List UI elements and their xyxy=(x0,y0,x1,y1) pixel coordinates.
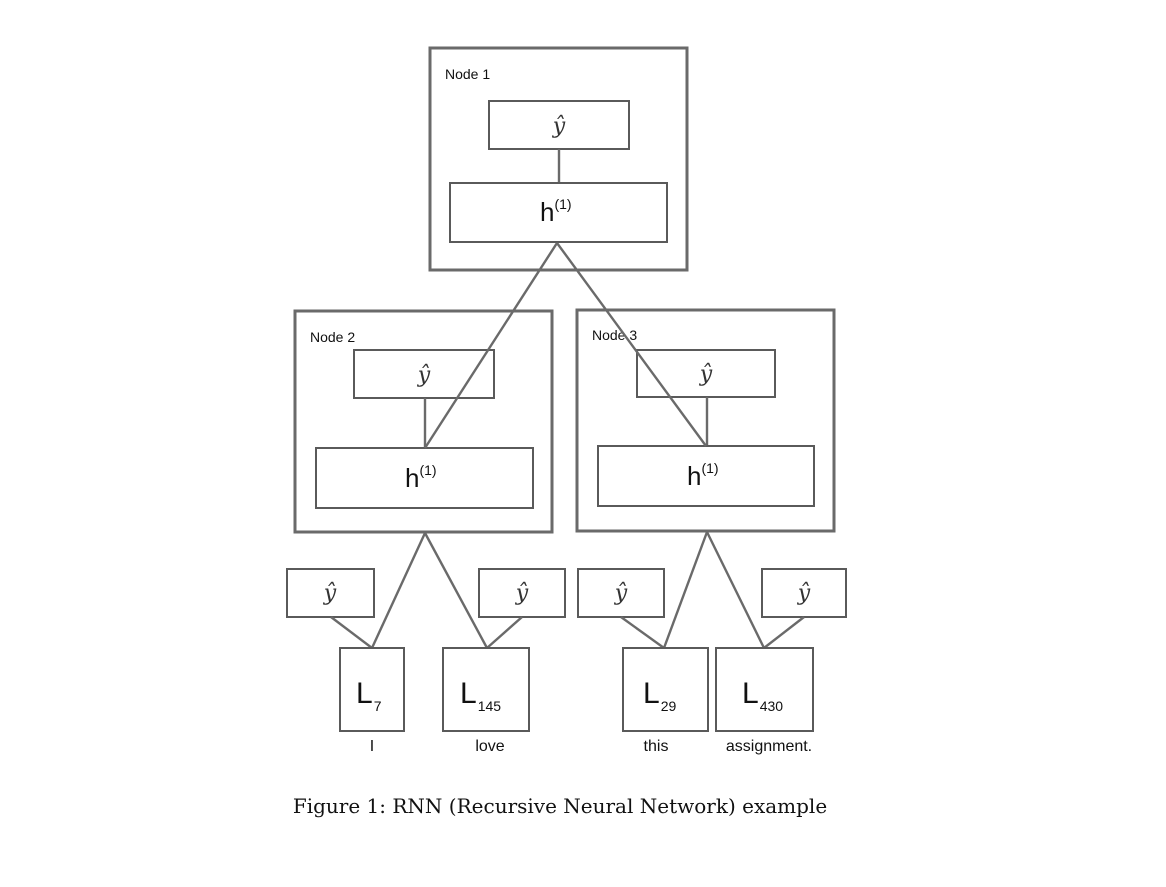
edge-node3-leaf-3 xyxy=(662,531,709,649)
leaf-1-yhat: ŷ xyxy=(323,581,337,606)
leaf-1: ŷ L7 I xyxy=(286,568,405,755)
leaf-1-yhat-link xyxy=(330,616,373,649)
leaf-1-L-box xyxy=(339,647,405,732)
leaf-2-L-box xyxy=(442,647,530,732)
node-2-yhat: ŷ xyxy=(417,363,431,388)
node-1-yhat-box xyxy=(488,100,630,150)
leaf-2-yhat-link xyxy=(486,616,523,649)
node-3-h: h(1) xyxy=(687,460,719,491)
edge-node2-leaf-1 xyxy=(370,532,427,649)
leaf-3-yhat-box xyxy=(577,568,665,618)
leaf-4-word: assignment. xyxy=(726,738,812,755)
leaf-4-L: L430 xyxy=(742,677,783,714)
leaf-3-yhat-link xyxy=(620,616,665,649)
leaf-1-L: L7 xyxy=(356,677,382,714)
edge-node1-node2 xyxy=(423,242,559,449)
leaf-4-L-box xyxy=(715,647,814,732)
node-2-h: h(1) xyxy=(405,462,437,493)
leaf-3-L-box xyxy=(622,647,709,732)
leaf-2: ŷ L145 love xyxy=(442,568,566,755)
node-2: Node 2 ŷ h(1) xyxy=(293,309,554,534)
leaf-2-yhat-box xyxy=(478,568,566,618)
leaf-4-yhat-link xyxy=(763,616,805,649)
leaf-4-yhat: ŷ xyxy=(797,581,811,606)
edge-node3-leaf-4 xyxy=(705,531,766,649)
node-2-h-box xyxy=(315,447,534,509)
node-3-h-box xyxy=(597,445,815,507)
node-2-title: Node 2 xyxy=(310,329,355,345)
leaf-1-yhat-box xyxy=(286,568,375,618)
leaf-2-L: L145 xyxy=(460,677,501,714)
node-1: Node 1 ŷ h(1) xyxy=(428,46,689,272)
leaf-3-word: this xyxy=(644,738,669,755)
leaf-1-word: I xyxy=(370,738,374,755)
node-3-yhat-box xyxy=(636,349,776,398)
leaf-4: ŷ L430 assignment. xyxy=(715,568,847,755)
leaf-3-yhat: ŷ xyxy=(614,581,628,606)
node-1-h: h(1) xyxy=(540,196,572,227)
node-3-yhat: ŷ xyxy=(699,362,713,387)
node-3-title: Node 3 xyxy=(592,327,637,343)
node-1-title: Node 1 xyxy=(445,66,490,82)
leaf-2-word: love xyxy=(475,738,504,755)
node-1-h-box xyxy=(449,182,668,243)
leaf-3-L: L29 xyxy=(643,677,676,714)
edge-node1-node3 xyxy=(556,242,707,447)
leaf-3: ŷ L29 this xyxy=(577,568,709,755)
node-1-yhat: ŷ xyxy=(552,114,566,139)
figure-caption: Figure 1: RNN (Recursive Neural Network)… xyxy=(293,794,827,818)
leaf-2-yhat: ŷ xyxy=(515,581,529,606)
edge-node2-leaf-2 xyxy=(423,532,489,649)
node-3: Node 3 ŷ h(1) xyxy=(575,308,836,533)
